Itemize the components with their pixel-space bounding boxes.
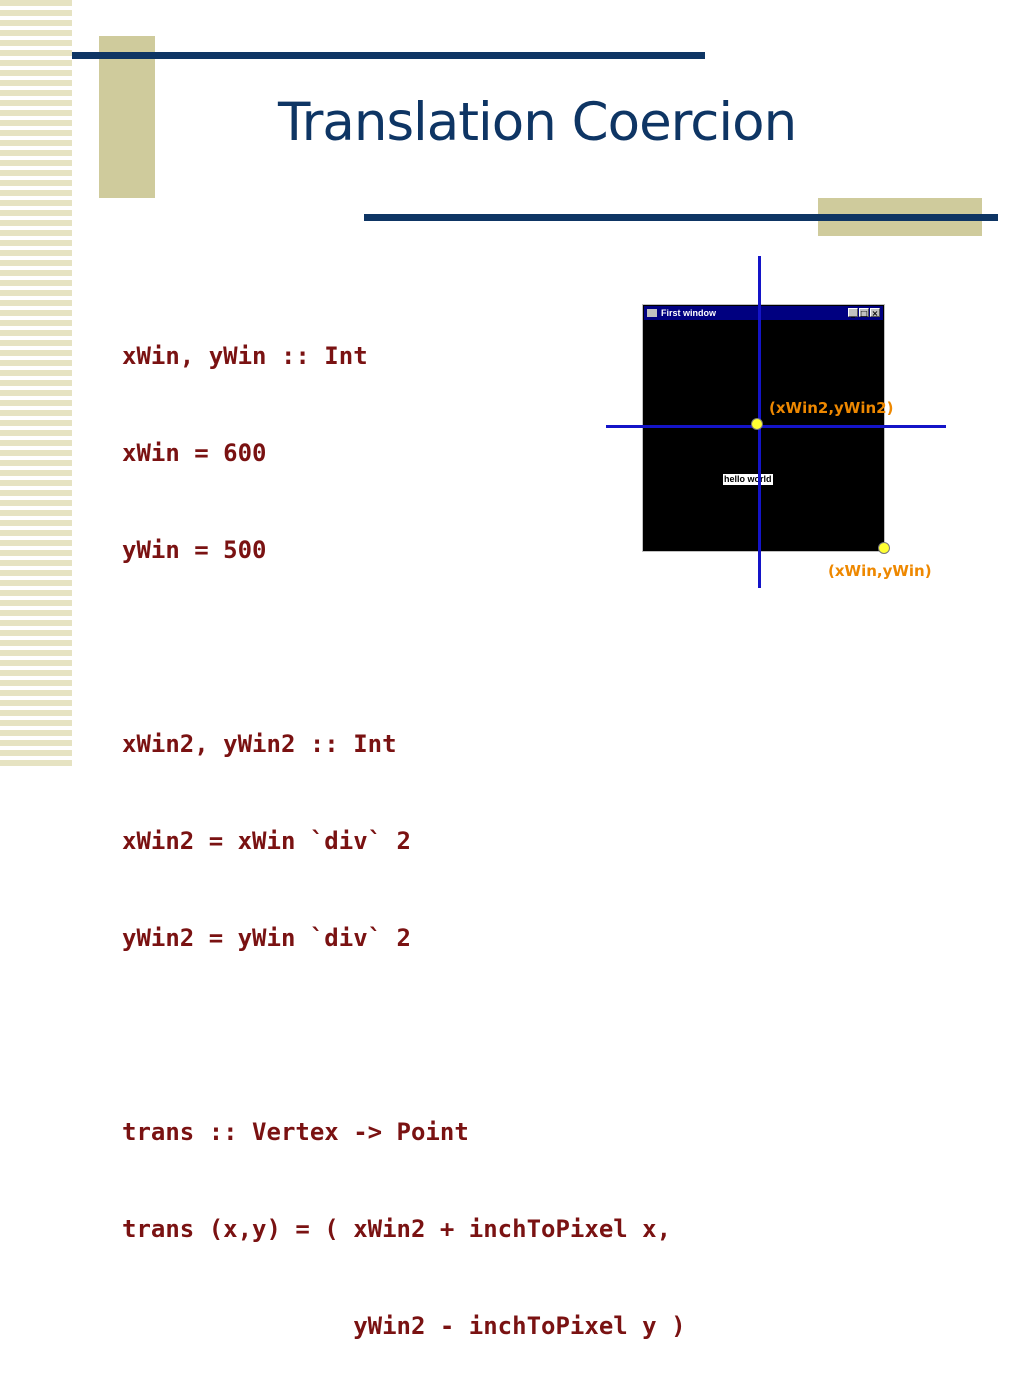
maximize-icon: □: [859, 308, 869, 318]
code-line: yWin2 = yWin `div` 2: [122, 924, 411, 952]
center-point-dot: [751, 418, 763, 430]
accent-block-left: [99, 36, 155, 198]
window-icon: [647, 309, 657, 317]
horizontal-axis-line: [606, 425, 946, 428]
title-bar-top: [72, 52, 705, 59]
graphics-window-screenshot: First window _ □ × hello world: [642, 304, 885, 552]
slide-title: Translation Coercion: [278, 92, 797, 153]
hello-world-text: hello world: [723, 474, 773, 485]
corner-point-dot: [878, 542, 890, 554]
code-line: trans :: Vertex -> Point: [122, 1118, 469, 1146]
code-block: xWin, yWin :: Int xWin = 600 yWin = 500 …: [122, 280, 686, 1375]
code-line: [122, 1015, 686, 1056]
left-stripe-margin: [0, 0, 72, 768]
corner-point-label: (xWin,yWin): [828, 562, 932, 580]
code-line: xWin2 = xWin `div` 2: [122, 827, 411, 855]
close-icon: ×: [870, 308, 880, 318]
window-title: First window: [661, 308, 716, 318]
code-line: [122, 627, 686, 668]
code-line: xWin, yWin :: Int: [122, 342, 368, 370]
code-line: yWin = 500: [122, 536, 267, 564]
center-point-label: (xWin2,yWin2): [769, 399, 894, 417]
code-line: yWin2 - inchToPixel y ): [122, 1312, 686, 1340]
code-line: xWin = 600: [122, 439, 267, 467]
window-titlebar: First window _ □ ×: [644, 306, 883, 320]
code-line: trans (x,y) = ( xWin2 + inchToPixel x,: [122, 1215, 672, 1243]
minimize-icon: _: [848, 308, 858, 318]
code-line: xWin2, yWin2 :: Int: [122, 730, 397, 758]
title-bar-bottom: [364, 214, 998, 221]
